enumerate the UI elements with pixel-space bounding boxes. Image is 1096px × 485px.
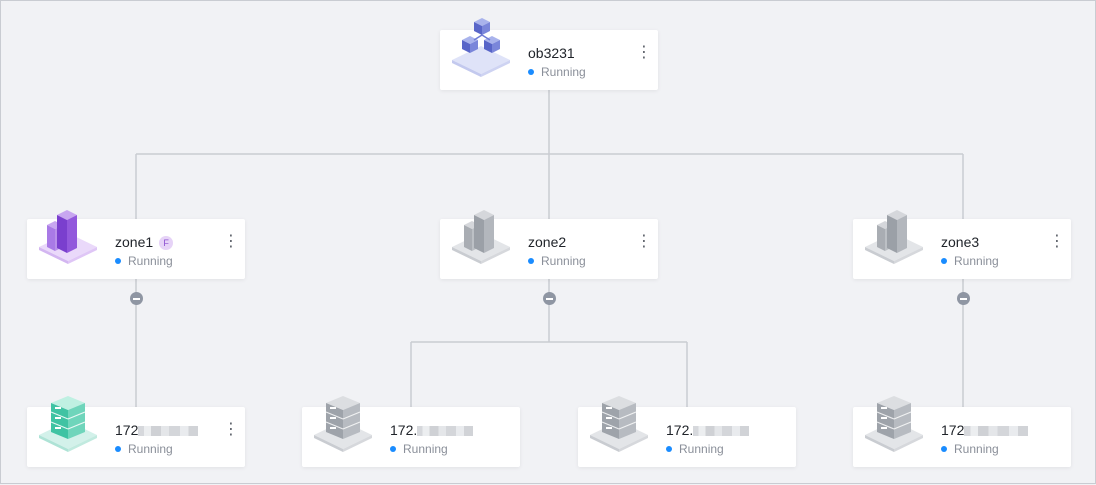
more-options-icon[interactable]: ⋮	[636, 44, 652, 61]
more-options-icon[interactable]: ⋮	[223, 233, 239, 250]
server-status: Running	[115, 442, 173, 456]
cluster-name: ob3231	[528, 45, 575, 61]
zone-name: zone3	[941, 234, 980, 250]
server-gray-icon	[586, 393, 652, 455]
zone-building-gray-icon	[448, 205, 514, 267]
more-options-icon[interactable]: ⋮	[223, 421, 239, 438]
running-status-dot	[941, 446, 947, 452]
status-text: Running	[954, 442, 999, 456]
running-status-dot	[528, 258, 534, 264]
server-status: Running	[390, 442, 448, 456]
server-gray-icon	[861, 393, 927, 455]
server-status: Running	[666, 442, 724, 456]
collapse-minus-icon[interactable]	[130, 292, 143, 305]
more-options-icon[interactable]: ⋮	[1049, 233, 1065, 250]
zone-node-card-zone2[interactable]: zone2 Running ⋮	[440, 210, 658, 279]
server-name: 172.	[390, 422, 474, 438]
status-text: Running	[679, 442, 724, 456]
cluster-node-card[interactable]: ob3231 Running ⋮	[440, 18, 658, 90]
zone-building-purple-icon	[35, 205, 101, 267]
status-text: Running	[541, 65, 586, 79]
collapse-minus-icon[interactable]	[957, 292, 970, 305]
server-gray-icon	[310, 393, 376, 455]
full-replica-badge: F	[159, 236, 174, 250]
status-text: Running	[403, 442, 448, 456]
server-name: 172	[941, 422, 1029, 438]
server-status: Running	[941, 442, 999, 456]
more-options-icon[interactable]: ⋮	[636, 233, 652, 250]
status-text: Running	[541, 254, 586, 268]
server-name: 172	[115, 422, 199, 438]
zone-name: zone2	[528, 234, 567, 250]
running-status-dot	[115, 446, 121, 452]
server-node-card[interactable]: 172 Running	[853, 396, 1071, 467]
server-teal-icon	[35, 393, 101, 455]
cluster-cubes-icon	[448, 16, 514, 78]
running-status-dot	[528, 69, 534, 75]
running-status-dot	[941, 258, 947, 264]
zone-building-gray-icon	[861, 205, 927, 267]
zone-node-card-zone3[interactable]: zone3 Running ⋮	[853, 210, 1071, 279]
redacted-ip	[964, 426, 1029, 436]
server-name: 172.	[666, 422, 750, 438]
running-status-dot	[115, 258, 121, 264]
redacted-ip	[417, 426, 474, 436]
status-text: Running	[128, 254, 173, 268]
zone-status: Running	[941, 254, 999, 268]
redacted-ip	[693, 426, 750, 436]
running-status-dot	[390, 446, 396, 452]
status-text: Running	[954, 254, 999, 268]
zone-status: Running	[115, 254, 173, 268]
server-node-card[interactable]: 172 Running ⋮	[27, 396, 245, 467]
redacted-ip	[138, 426, 199, 436]
running-status-dot	[666, 446, 672, 452]
server-node-card[interactable]: 172. Running	[302, 396, 520, 467]
cluster-status: Running	[528, 65, 586, 79]
collapse-minus-icon[interactable]	[543, 292, 556, 305]
zone-status: Running	[528, 254, 586, 268]
server-node-card[interactable]: 172. Running	[578, 396, 796, 467]
status-text: Running	[128, 442, 173, 456]
